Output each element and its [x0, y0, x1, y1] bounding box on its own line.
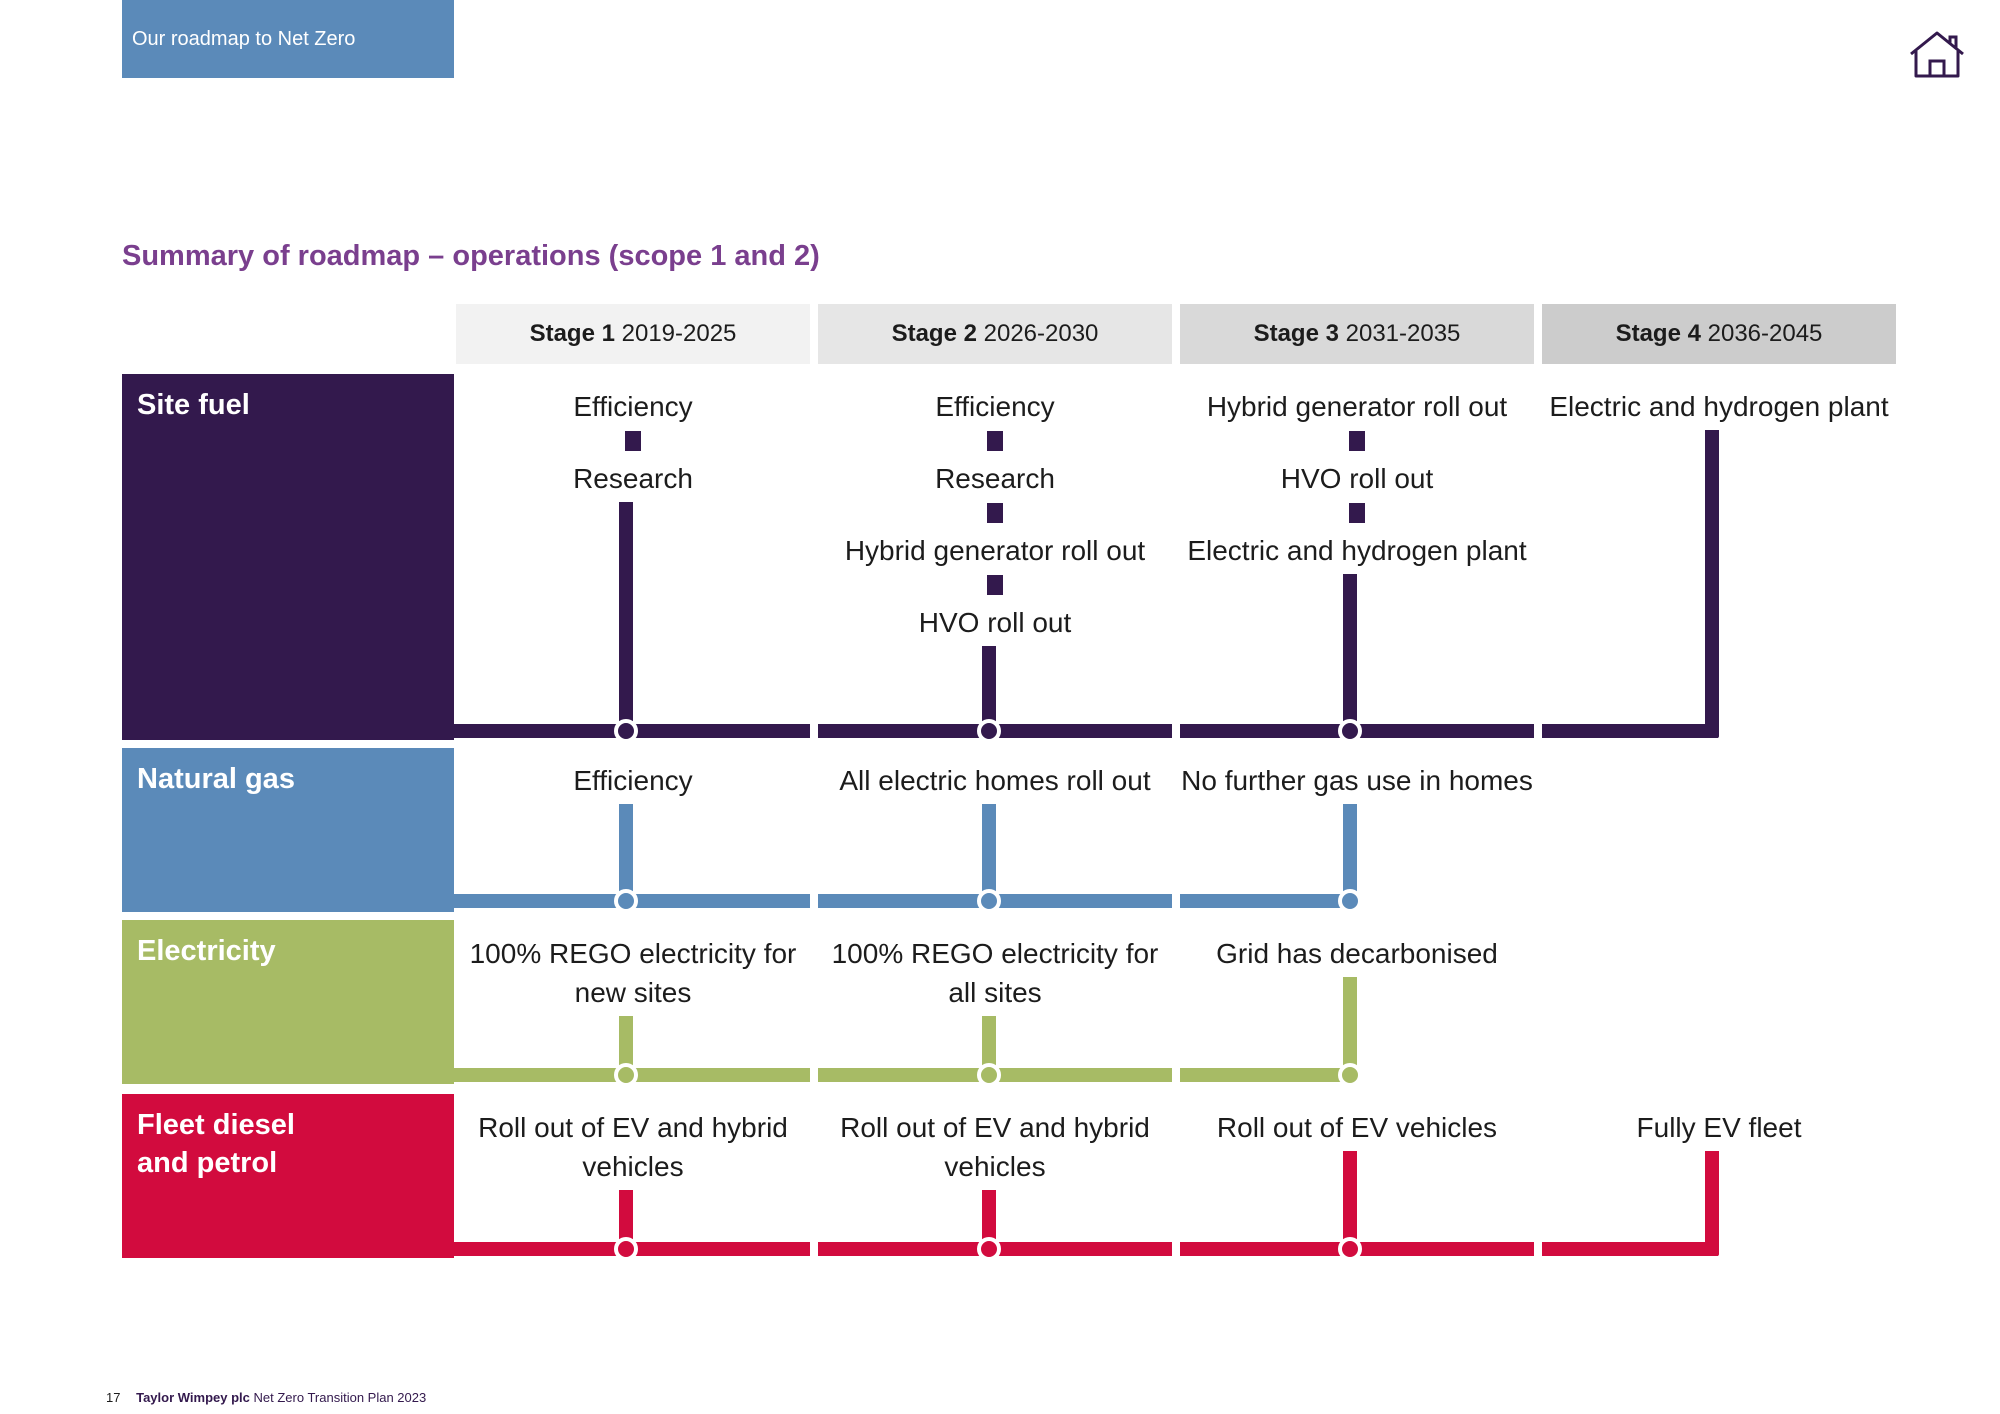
milestone-node: [977, 889, 1001, 913]
milestone-label: Hybrid generator roll out: [1206, 391, 1508, 422]
track-riser: [982, 804, 996, 901]
roadmap-cell: Fully EV fleet: [1542, 1108, 1896, 1147]
stage-years: 2019-2025: [621, 320, 737, 347]
milestone-label: Efficiency: [573, 765, 693, 796]
track-riser: [982, 1016, 996, 1075]
milestone-label: HVO roll out: [918, 607, 1072, 638]
stage-years: 2026-2030: [983, 320, 1099, 347]
track-riser: [1343, 1151, 1357, 1249]
step-connector: [987, 503, 1003, 523]
track-riser: [982, 1190, 996, 1249]
row-label-1: Site fuel: [122, 374, 454, 740]
track-riser: [982, 646, 996, 731]
track-riser: [1705, 430, 1719, 738]
step-connector: [987, 575, 1003, 595]
step-connector: [1349, 503, 1365, 523]
track-segment: [1542, 724, 1718, 738]
milestone-label: Electric and hydrogen plant: [1187, 535, 1527, 566]
step-connector: [987, 431, 1003, 451]
milestone-node: [614, 719, 638, 743]
roadmap-cell: 100% REGO electricity for new sites: [456, 934, 810, 1012]
roadmap-cell: No further gas use in homes: [1180, 761, 1534, 800]
home-button[interactable]: [1908, 30, 1966, 80]
roadmap-cell: All electric homes roll out: [818, 761, 1172, 800]
stage-name: Stage 1: [529, 320, 615, 347]
milestone-label: No further gas use in homes: [1181, 765, 1533, 796]
milestone-label: Efficiency: [573, 391, 693, 422]
roadmap-cell: Roll out of EV vehicles: [1180, 1108, 1534, 1147]
milestone-node: [614, 1063, 638, 1087]
step-connector: [1349, 431, 1365, 451]
section-tag: Our roadmap to Net Zero: [122, 0, 454, 78]
row-label-3: Electricity: [122, 920, 454, 1084]
milestone-label: All electric homes roll out: [839, 765, 1151, 796]
milestone-label: Electric and hydrogen plant: [1549, 391, 1889, 422]
milestone-node: [614, 1237, 638, 1261]
roadmap-cell: 100% REGO electricity for all sites: [818, 934, 1172, 1012]
milestone-label: Roll out of EV and hybrid vehicles: [840, 1112, 1150, 1182]
milestone-label: Grid has decarbonised: [1216, 938, 1498, 969]
track-riser: [619, 1190, 633, 1249]
stage-years: 2036-2045: [1707, 320, 1823, 347]
track-riser: [1705, 1151, 1719, 1256]
roadmap-cell: Roll out of EV and hybrid vehicles: [456, 1108, 810, 1186]
track-riser: [1343, 977, 1357, 1075]
milestone-label: 100% REGO electricity for new sites: [469, 938, 797, 1008]
roadmap-cell: Electric and hydrogen plant: [1542, 387, 1896, 426]
milestone-label: Fully EV fleet: [1636, 1112, 1802, 1143]
milestone-label: Roll out of EV and hybrid vehicles: [478, 1112, 788, 1182]
stage-years: 2031-2035: [1345, 320, 1461, 347]
milestone-label: Roll out of EV vehicles: [1216, 1112, 1498, 1143]
roadmap-cell: Roll out of EV and hybrid vehicles: [818, 1108, 1172, 1186]
milestone-label: Research: [935, 463, 1055, 494]
milestone-label: 100% REGO electricity for all sites: [831, 938, 1159, 1008]
footer-company: Taylor Wimpey plc: [136, 1390, 250, 1405]
track-riser: [619, 1016, 633, 1075]
milestone-node: [614, 889, 638, 913]
milestone-label: Efficiency: [935, 391, 1055, 422]
stage-name: Stage 2: [891, 320, 977, 347]
stage-name: Stage 3: [1253, 320, 1339, 347]
track-riser: [619, 804, 633, 901]
row-label-2: Natural gas: [122, 748, 454, 912]
track-riser: [1343, 804, 1357, 901]
footer-document: Net Zero Transition Plan 2023: [253, 1390, 427, 1405]
milestone-node: [977, 719, 1001, 743]
page-number: 17: [106, 1390, 121, 1405]
track-segment: [1180, 1068, 1357, 1082]
row-label-4: Fleet diesel and petrol: [122, 1094, 454, 1258]
roadmap-cell: Grid has decarbonised: [1180, 934, 1534, 973]
stage-header-3: Stage 3 2031-2035: [1180, 304, 1534, 364]
footer: 17 Taylor Wimpey plc Net Zero Transition…: [106, 1390, 426, 1405]
track-riser: [619, 502, 633, 731]
stage-name: Stage 4: [1615, 320, 1701, 347]
milestone-node: [977, 1063, 1001, 1087]
milestone-node: [1338, 1063, 1362, 1087]
track-segment: [1542, 1242, 1718, 1256]
milestone-node: [1338, 719, 1362, 743]
home-icon: [1910, 31, 1964, 78]
roadmap-cell: Efficiency: [456, 761, 810, 800]
stage-header-4: Stage 4 2036-2045: [1542, 304, 1896, 364]
step-connector: [625, 431, 641, 451]
milestone-node: [1338, 1237, 1362, 1261]
track-segment: [1180, 894, 1357, 908]
milestone-label: Research: [573, 463, 693, 494]
milestone-label: HVO roll out: [1280, 463, 1434, 494]
stage-header-2: Stage 2 2026-2030: [818, 304, 1172, 364]
milestone-node: [977, 1237, 1001, 1261]
page-title: Summary of roadmap – operations (scope 1…: [122, 240, 820, 272]
milestone-node: [1338, 889, 1362, 913]
milestone-label: Hybrid generator roll out: [844, 535, 1146, 566]
stage-header-1: Stage 1 2019-2025: [456, 304, 810, 364]
track-riser: [1343, 574, 1357, 731]
